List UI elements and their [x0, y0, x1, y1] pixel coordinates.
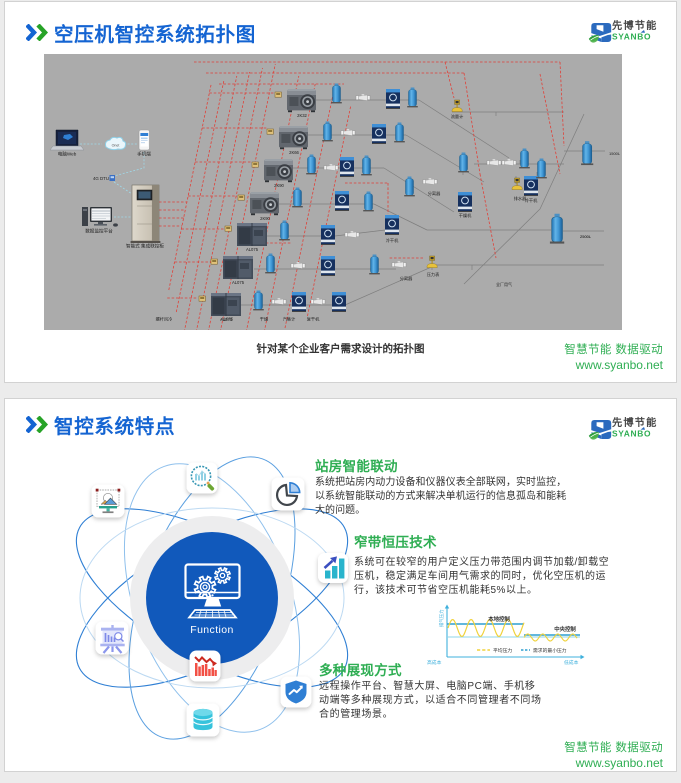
svg-text:2K90: 2K90 [260, 216, 270, 221]
svg-text:本地控制: 本地控制 [488, 615, 510, 623]
svg-text:冷干机: 冷干机 [525, 197, 538, 204]
svg-text:高成本: 高成本 [427, 659, 442, 666]
svg-text:Onet: Onet [112, 144, 120, 148]
svg-text:AL075: AL075 [220, 317, 233, 322]
svg-text:SYANBO: SYANBO [612, 32, 651, 42]
svg-text:先博节能: 先博节能 [612, 19, 658, 32]
svg-text:低成本: 低成本 [564, 659, 579, 666]
svg-text:2500L: 2500L [580, 234, 592, 239]
svg-text:干燥: 干燥 [260, 316, 269, 323]
svg-text:电脑Web: 电脑Web [58, 151, 77, 158]
svg-text:2K66: 2K66 [289, 150, 299, 155]
svg-text:压力表: 压力表 [427, 271, 440, 278]
svg-text:数据监控平台: 数据监控平台 [85, 228, 113, 235]
svg-text:干燥机: 干燥机 [459, 212, 472, 219]
svg-text:冷干机: 冷干机 [386, 237, 399, 244]
svg-text:AL075: AL075 [232, 280, 245, 285]
svg-text:分离器: 分离器 [400, 275, 413, 282]
svg-text:复干机: 复干机 [307, 316, 320, 323]
svg-text:1500L: 1500L [609, 151, 621, 156]
svg-text:SYANBO: SYANBO [612, 429, 651, 439]
svg-text:手机端: 手机端 [137, 151, 151, 158]
svg-text:AL075: AL075 [246, 247, 259, 252]
svg-text:2K90: 2K90 [274, 183, 284, 188]
svg-text:智能式 集成联控柜: 智能式 集成联控柜 [126, 243, 164, 250]
svg-text:先博节能: 先博节能 [612, 416, 658, 429]
svg-text:4G DTU: 4G DTU [93, 176, 109, 181]
svg-text:排水器: 排水器 [514, 195, 527, 202]
svg-text:流量计: 流量计 [451, 113, 464, 120]
svg-text:汽集计: 汽集计 [283, 316, 296, 323]
svg-text:需求的最小压力: 需求的最小压力 [533, 647, 567, 654]
svg-text:排气压力: 排气压力 [438, 609, 445, 627]
svg-text:全厂用气: 全厂用气 [496, 281, 512, 287]
svg-text:螺杆风冷: 螺杆风冷 [156, 316, 173, 323]
svg-text:2K32: 2K32 [297, 113, 307, 118]
svg-text:分离器: 分离器 [428, 190, 441, 197]
svg-text:Function: Function [190, 624, 233, 636]
svg-text:中央控制: 中央控制 [554, 625, 576, 633]
svg-text:AL075: AL075 [221, 317, 234, 322]
svg-text:平均压力: 平均压力 [493, 647, 512, 654]
